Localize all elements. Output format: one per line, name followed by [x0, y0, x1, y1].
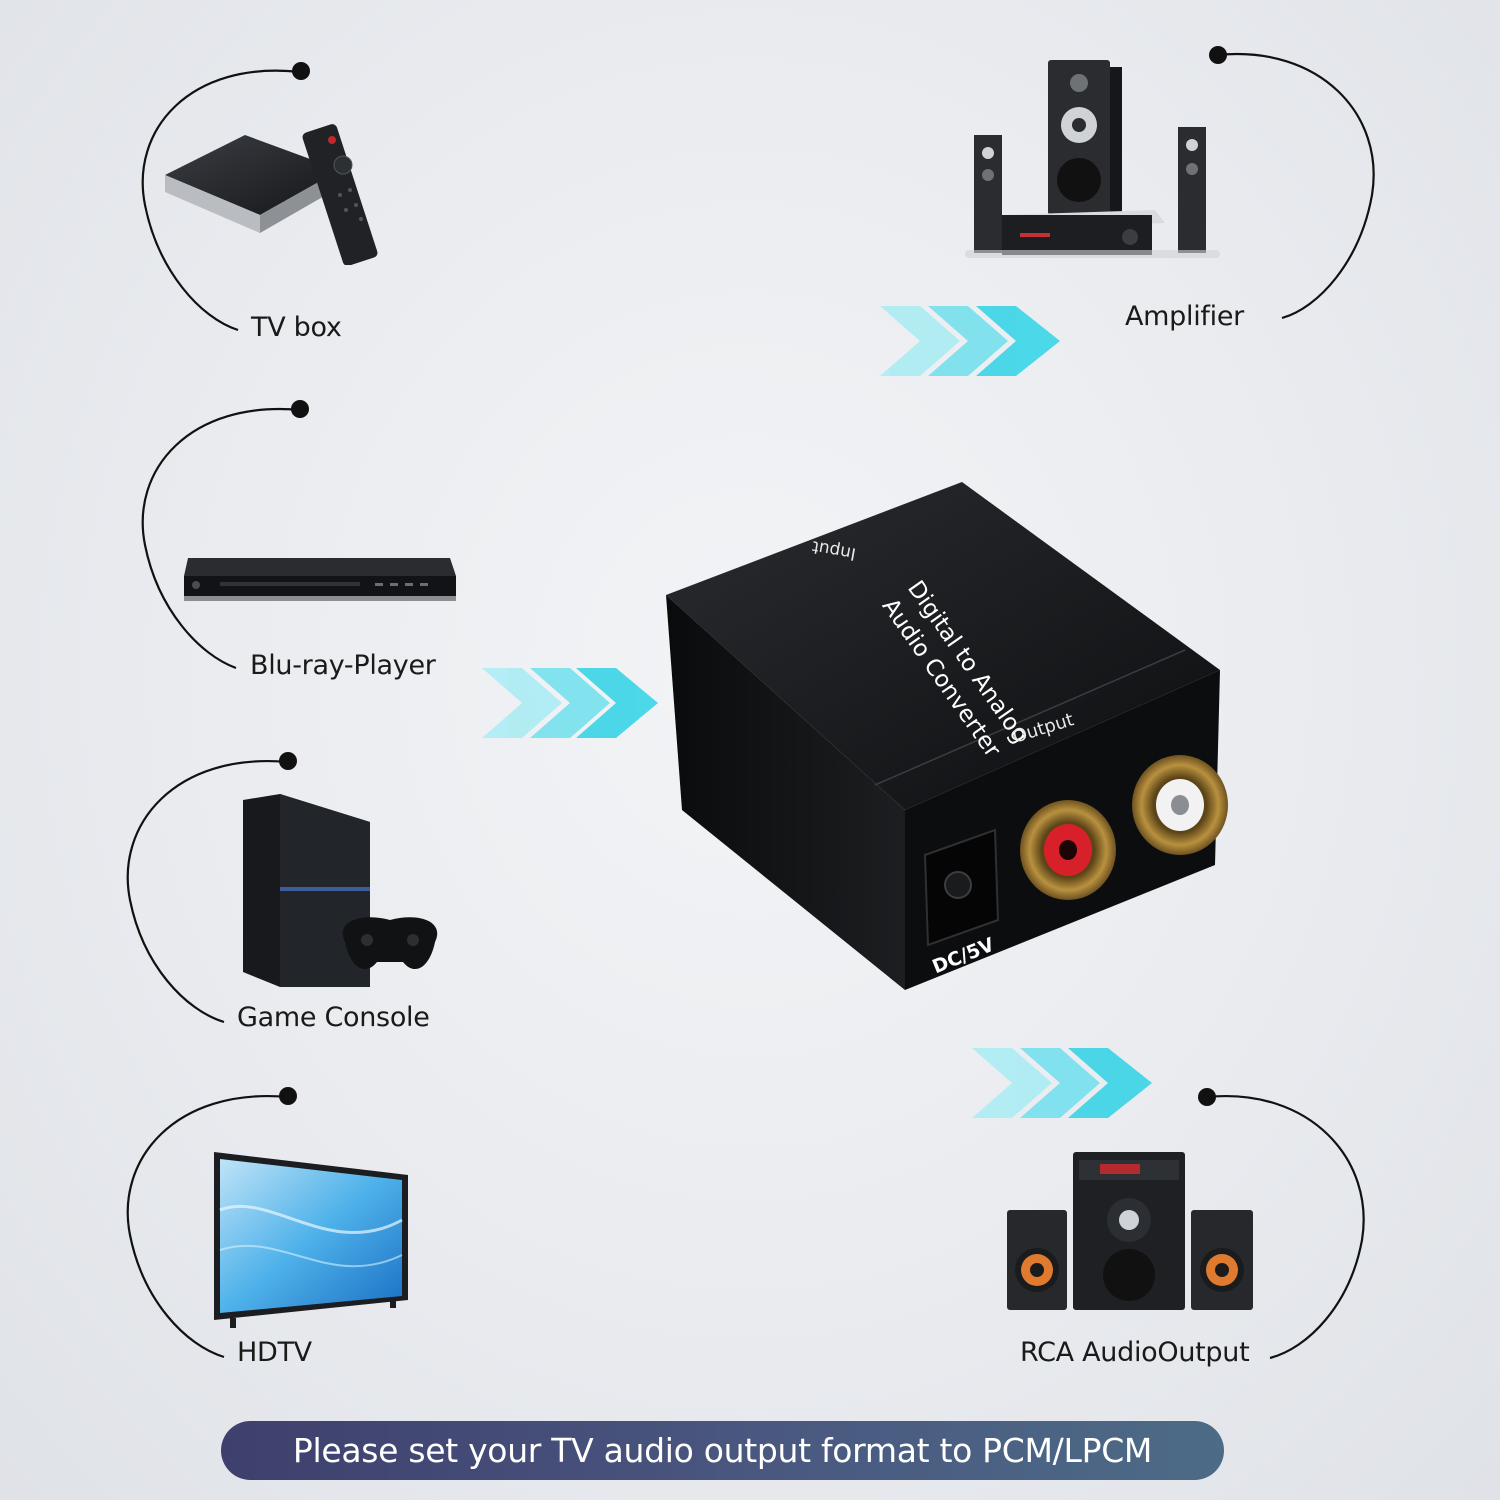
source-label-tv-box: TV box — [251, 312, 342, 343]
converter-box — [666, 482, 1228, 990]
arc-tv-box — [141, 69, 301, 332]
bluray-player-image — [184, 558, 456, 601]
dot-hdtv — [279, 1087, 297, 1105]
tv-box-image — [165, 124, 378, 265]
rca-speakers-image — [1007, 1152, 1253, 1310]
arrow-to-rca — [972, 1048, 1152, 1118]
arc-game-console — [126, 759, 289, 1024]
arc-bluray — [141, 407, 301, 670]
source-label-bluray: Blu-ray-Player — [250, 650, 436, 681]
game-console-image — [243, 794, 438, 987]
arc-hdtv — [126, 1094, 289, 1359]
arrow-to-amplifier — [880, 306, 1060, 376]
arc-amplifier — [1217, 52, 1375, 320]
output-label-rca: RCA AudioOutput — [1020, 1337, 1250, 1368]
hdtv-image — [214, 1152, 408, 1328]
dot-rca — [1198, 1088, 1216, 1106]
pcm-notice-banner: Please set your TV audio output format t… — [221, 1421, 1224, 1480]
dot-tv-box — [292, 62, 310, 80]
dot-bluray — [291, 400, 309, 418]
pcm-notice-text: Please set your TV audio output format t… — [292, 1431, 1153, 1470]
output-label-amplifier: Amplifier — [1125, 301, 1244, 332]
source-label-hdtv: HDTV — [237, 1337, 312, 1368]
arc-rca — [1206, 1094, 1365, 1360]
source-label-game-console: Game Console — [237, 1002, 430, 1033]
amplifier-image — [965, 60, 1220, 258]
arrow-to-converter — [482, 668, 658, 738]
dot-game-console — [279, 752, 297, 770]
dot-amplifier — [1209, 46, 1227, 64]
